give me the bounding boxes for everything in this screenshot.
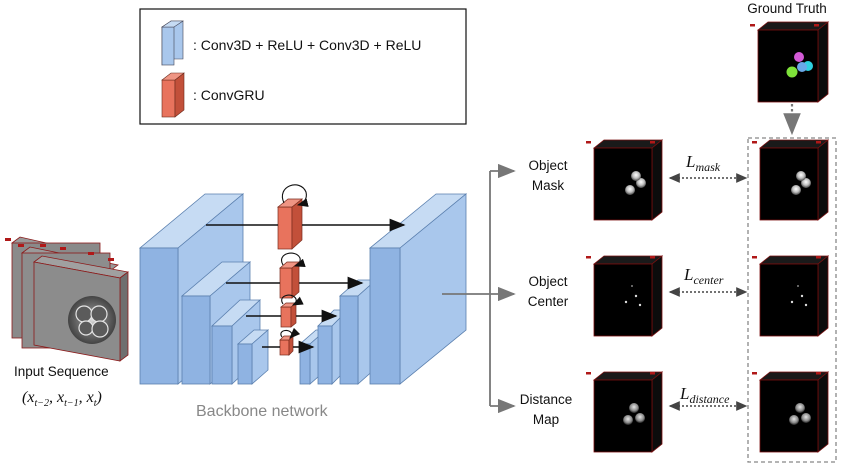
svg-text:Ldistance: Ldistance xyxy=(679,384,730,406)
svg-text:Lmask: Lmask xyxy=(685,152,721,174)
encoder-block-3 xyxy=(210,299,262,385)
decoder-block-3 xyxy=(338,279,378,385)
svg-text:Lcenter: Lcenter xyxy=(683,265,724,287)
decoder-block-1 xyxy=(368,193,468,385)
gt-color-volume xyxy=(750,21,830,103)
object-center-label-1: Object xyxy=(528,274,567,289)
gt-center-volume xyxy=(752,255,830,337)
legend-gru-label: : ConvGRU xyxy=(193,87,265,103)
embryo-cell xyxy=(68,296,116,344)
convgru-block-4 xyxy=(279,327,301,356)
backbone-network xyxy=(138,184,468,385)
encoder-block-4 xyxy=(236,329,270,385)
loss-center: Lcenter xyxy=(668,265,748,297)
pred-distance-volume xyxy=(586,371,664,453)
distance-map-label-2: Map xyxy=(533,412,559,427)
convgru-block-3 xyxy=(280,294,304,328)
pred-mask-volume xyxy=(586,139,664,221)
legend: : Conv3D + ReLU + Conv3D + ReLU : ConvGR… xyxy=(139,8,467,125)
recurrent-loop-1 xyxy=(281,184,309,207)
input-sequence-stack xyxy=(5,236,129,362)
recurrent-loop-3 xyxy=(281,294,304,306)
legend-gru-swatch xyxy=(161,72,185,118)
gt-distance-volume xyxy=(752,371,830,453)
convgru-block-1 xyxy=(277,184,309,250)
input-sequence-formula: (xt−2, xt−1, xt) xyxy=(22,389,102,409)
loss-mask: Lmask xyxy=(668,152,748,183)
input-frame-front xyxy=(33,255,129,362)
object-mask-label-2: Mask xyxy=(532,178,565,193)
ground-truth-group-box xyxy=(747,137,837,463)
legend-conv-label: : Conv3D + ReLU + Conv3D + ReLU xyxy=(193,37,421,53)
output-branch-arrows xyxy=(442,163,516,414)
convgru-block-2 xyxy=(279,252,306,299)
input-sequence-label: Input Sequence xyxy=(14,364,109,379)
ground-truth-label: Ground Truth xyxy=(747,1,827,16)
distance-map-label-1: Distance xyxy=(520,392,573,407)
input-corner-markers xyxy=(5,238,114,261)
skip-connections xyxy=(206,218,406,354)
recurrent-loop-4 xyxy=(280,327,301,339)
backbone-label: Backbone network xyxy=(196,403,329,420)
pred-center-volume xyxy=(586,255,664,337)
object-center-label-2: Center xyxy=(528,294,569,309)
loss-distance: Ldistance xyxy=(668,384,748,411)
legend-conv-swatch xyxy=(161,20,184,66)
gt-mask-volume xyxy=(752,139,830,221)
object-mask-label-1: Object xyxy=(528,158,567,173)
recurrent-loop-2 xyxy=(281,252,306,268)
